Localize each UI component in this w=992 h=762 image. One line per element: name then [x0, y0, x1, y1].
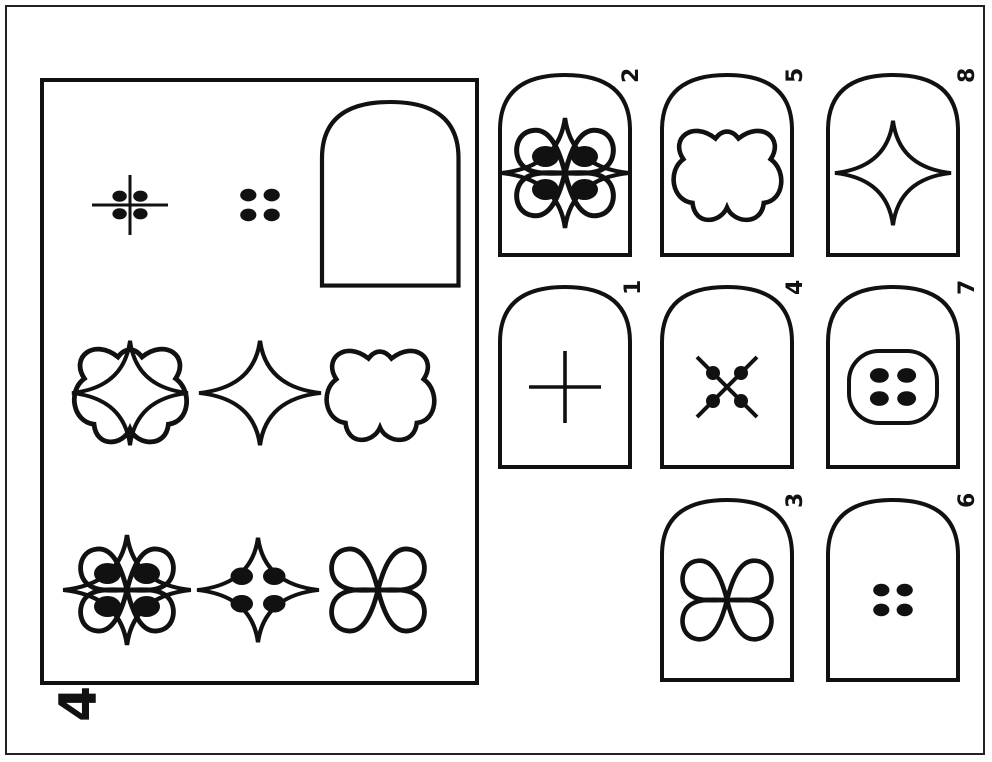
- cell-1-1: [92, 175, 168, 235]
- option-label: 8: [955, 68, 980, 83]
- option-6[interactable]: 6: [828, 493, 980, 680]
- option-4[interactable]: 4: [662, 280, 808, 467]
- option-label: 6: [955, 493, 980, 508]
- option-label: 2: [619, 68, 644, 83]
- option-8[interactable]: 8: [828, 68, 980, 255]
- option-label: 4: [783, 280, 808, 295]
- option-label: 3: [783, 493, 808, 508]
- cell-2-1: [72, 341, 188, 446]
- cell-3-2: [197, 538, 319, 643]
- option-label: 1: [621, 280, 646, 295]
- option-5[interactable]: 5: [662, 68, 808, 255]
- cell-2-3: [327, 351, 435, 440]
- cell-2-2: [199, 341, 321, 446]
- option-label: 5: [783, 68, 808, 83]
- cell-1-2: [240, 189, 280, 221]
- cell-3-1: [63, 535, 191, 645]
- option-1[interactable]: 1: [500, 280, 646, 467]
- puzzle-number: 4: [49, 686, 109, 722]
- option-3[interactable]: 3: [662, 493, 808, 680]
- option-2[interactable]: 2: [500, 68, 644, 255]
- cell-1-3-missing-arch: [322, 102, 459, 286]
- option-label: 7: [955, 280, 980, 295]
- option-7[interactable]: 7: [828, 280, 980, 467]
- cell-3-3: [332, 549, 425, 631]
